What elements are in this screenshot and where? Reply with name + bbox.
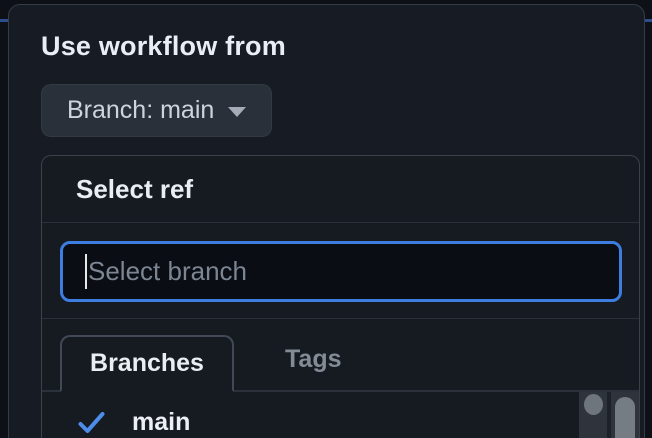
branch-list: main <box>42 392 639 438</box>
select-ref-title: Select ref <box>76 173 194 204</box>
branch-name: main <box>132 408 191 436</box>
branch-selector-button[interactable]: Branch: main <box>41 84 273 137</box>
scrollbar-area <box>579 392 639 438</box>
text-cursor <box>85 254 87 289</box>
list-item-main[interactable]: main <box>42 392 639 438</box>
select-ref-menu: Select ref Branches Tags main <box>41 155 640 438</box>
select-branch-input[interactable] <box>60 241 622 302</box>
branch-selector-label: Branch: main <box>67 96 215 124</box>
check-icon <box>78 412 105 433</box>
scrollbar-divider <box>607 392 611 438</box>
ref-type-tabs: Branches Tags <box>42 319 639 392</box>
inner-scrollbar-thumb[interactable] <box>584 394 603 415</box>
outer-scrollbar-thumb[interactable] <box>615 397 635 438</box>
dropdown-caret-icon <box>228 107 247 117</box>
use-workflow-from-title: Use workflow from <box>41 31 286 61</box>
tab-tags[interactable]: Tags <box>275 345 352 374</box>
branch-filter-section <box>42 223 639 319</box>
tab-branches-label: Branches <box>90 349 204 377</box>
tab-branches[interactable]: Branches <box>60 335 234 392</box>
inner-scrollbar-track[interactable] <box>579 392 607 438</box>
outer-scrollbar-track[interactable] <box>611 392 639 438</box>
select-ref-header: Select ref <box>42 156 639 223</box>
tab-tags-label: Tags <box>285 345 342 373</box>
run-workflow-dropdown: Use workflow from Branch: main Select re… <box>8 4 645 438</box>
